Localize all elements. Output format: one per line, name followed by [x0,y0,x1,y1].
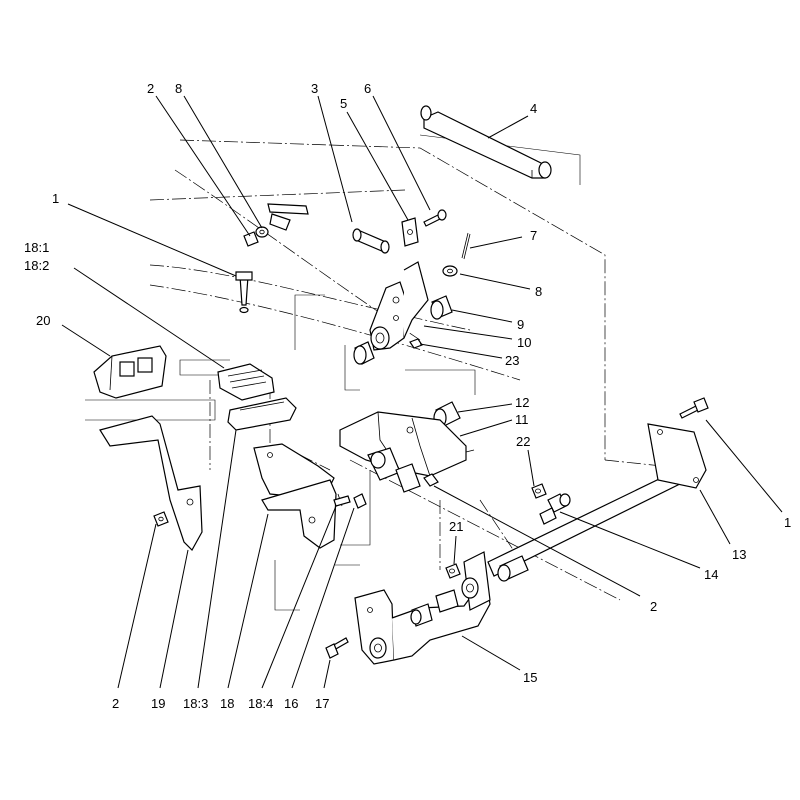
callout-18-4: 18:4 [248,696,273,711]
pedal-pad-part-20 [93,345,167,399]
shaft-rod-part-4 [420,105,552,179]
bolt-part-1-left [235,271,253,314]
callout-21: 21 [449,519,463,534]
callout-22: 22 [516,434,530,449]
cotter-pin-part-7 [461,232,471,260]
callout-7: 7 [530,228,537,243]
pin-part-3 [352,228,390,254]
callout-2-mid: 2 [650,599,657,614]
cross-shaft-part-13 [487,423,707,582]
rod-end-part-14 [539,493,571,525]
callout-1-left: 1 [52,191,59,206]
small-bracket-part-5 [401,217,419,247]
callout-3: 3 [311,81,318,96]
nut-part-2-top [243,203,309,247]
bolt-part-6 [423,209,447,227]
callout-17: 17 [315,696,329,711]
callout-18: 18 [220,696,234,711]
nut-part-2-bottom [153,511,169,527]
callout-labels: 2 8 3 5 6 4 1 18:1 18:2 7 8 9 10 23 20 1… [24,81,791,711]
callout-15: 15 [523,670,537,685]
callout-18-3: 18:3 [183,696,208,711]
nut-part-21 [445,563,461,579]
callout-8-right: 8 [535,284,542,299]
callout-8-top: 8 [175,81,182,96]
callout-5: 5 [340,96,347,111]
washer-part-8-right [442,265,458,277]
chassis-phantom-lines [149,139,701,601]
nut-part-23 [409,338,423,349]
callout-18-1: 18:1 [24,240,49,255]
callout-20: 20 [36,313,50,328]
callout-9: 9 [517,317,524,332]
pivot-bracket-part-10 [353,261,429,365]
callout-leader-lines [61,95,783,689]
lower-bracket-part-15 [354,551,491,665]
nut-part-16 [353,493,367,509]
center-bracket-part-11 [339,411,475,493]
callout-23: 23 [505,353,519,368]
callout-2-top: 2 [147,81,154,96]
nut-part-2-mid [423,473,439,487]
nut-part-22 [531,483,547,499]
callout-6: 6 [364,81,371,96]
callout-12: 12 [515,395,529,410]
bolt-part-1-right [679,397,709,419]
callout-14: 14 [704,567,718,582]
bushing-part-9 [430,295,453,320]
bolt-part-17 [325,637,349,659]
pedal-arm-part-19 [99,415,203,551]
callout-1-right: 1 [784,515,791,530]
callout-19: 19 [151,696,165,711]
callout-11: 11 [515,412,529,427]
callout-10: 10 [517,335,531,350]
callout-16: 16 [284,696,298,711]
callout-13: 13 [732,547,746,562]
pedal-assembly-part-18 [217,363,351,549]
callout-4: 4 [530,101,537,116]
callout-2-bottom: 2 [112,696,119,711]
callout-18-2: 18:2 [24,258,49,273]
frame-plates [85,134,581,611]
washer-part-8-top [255,226,269,238]
